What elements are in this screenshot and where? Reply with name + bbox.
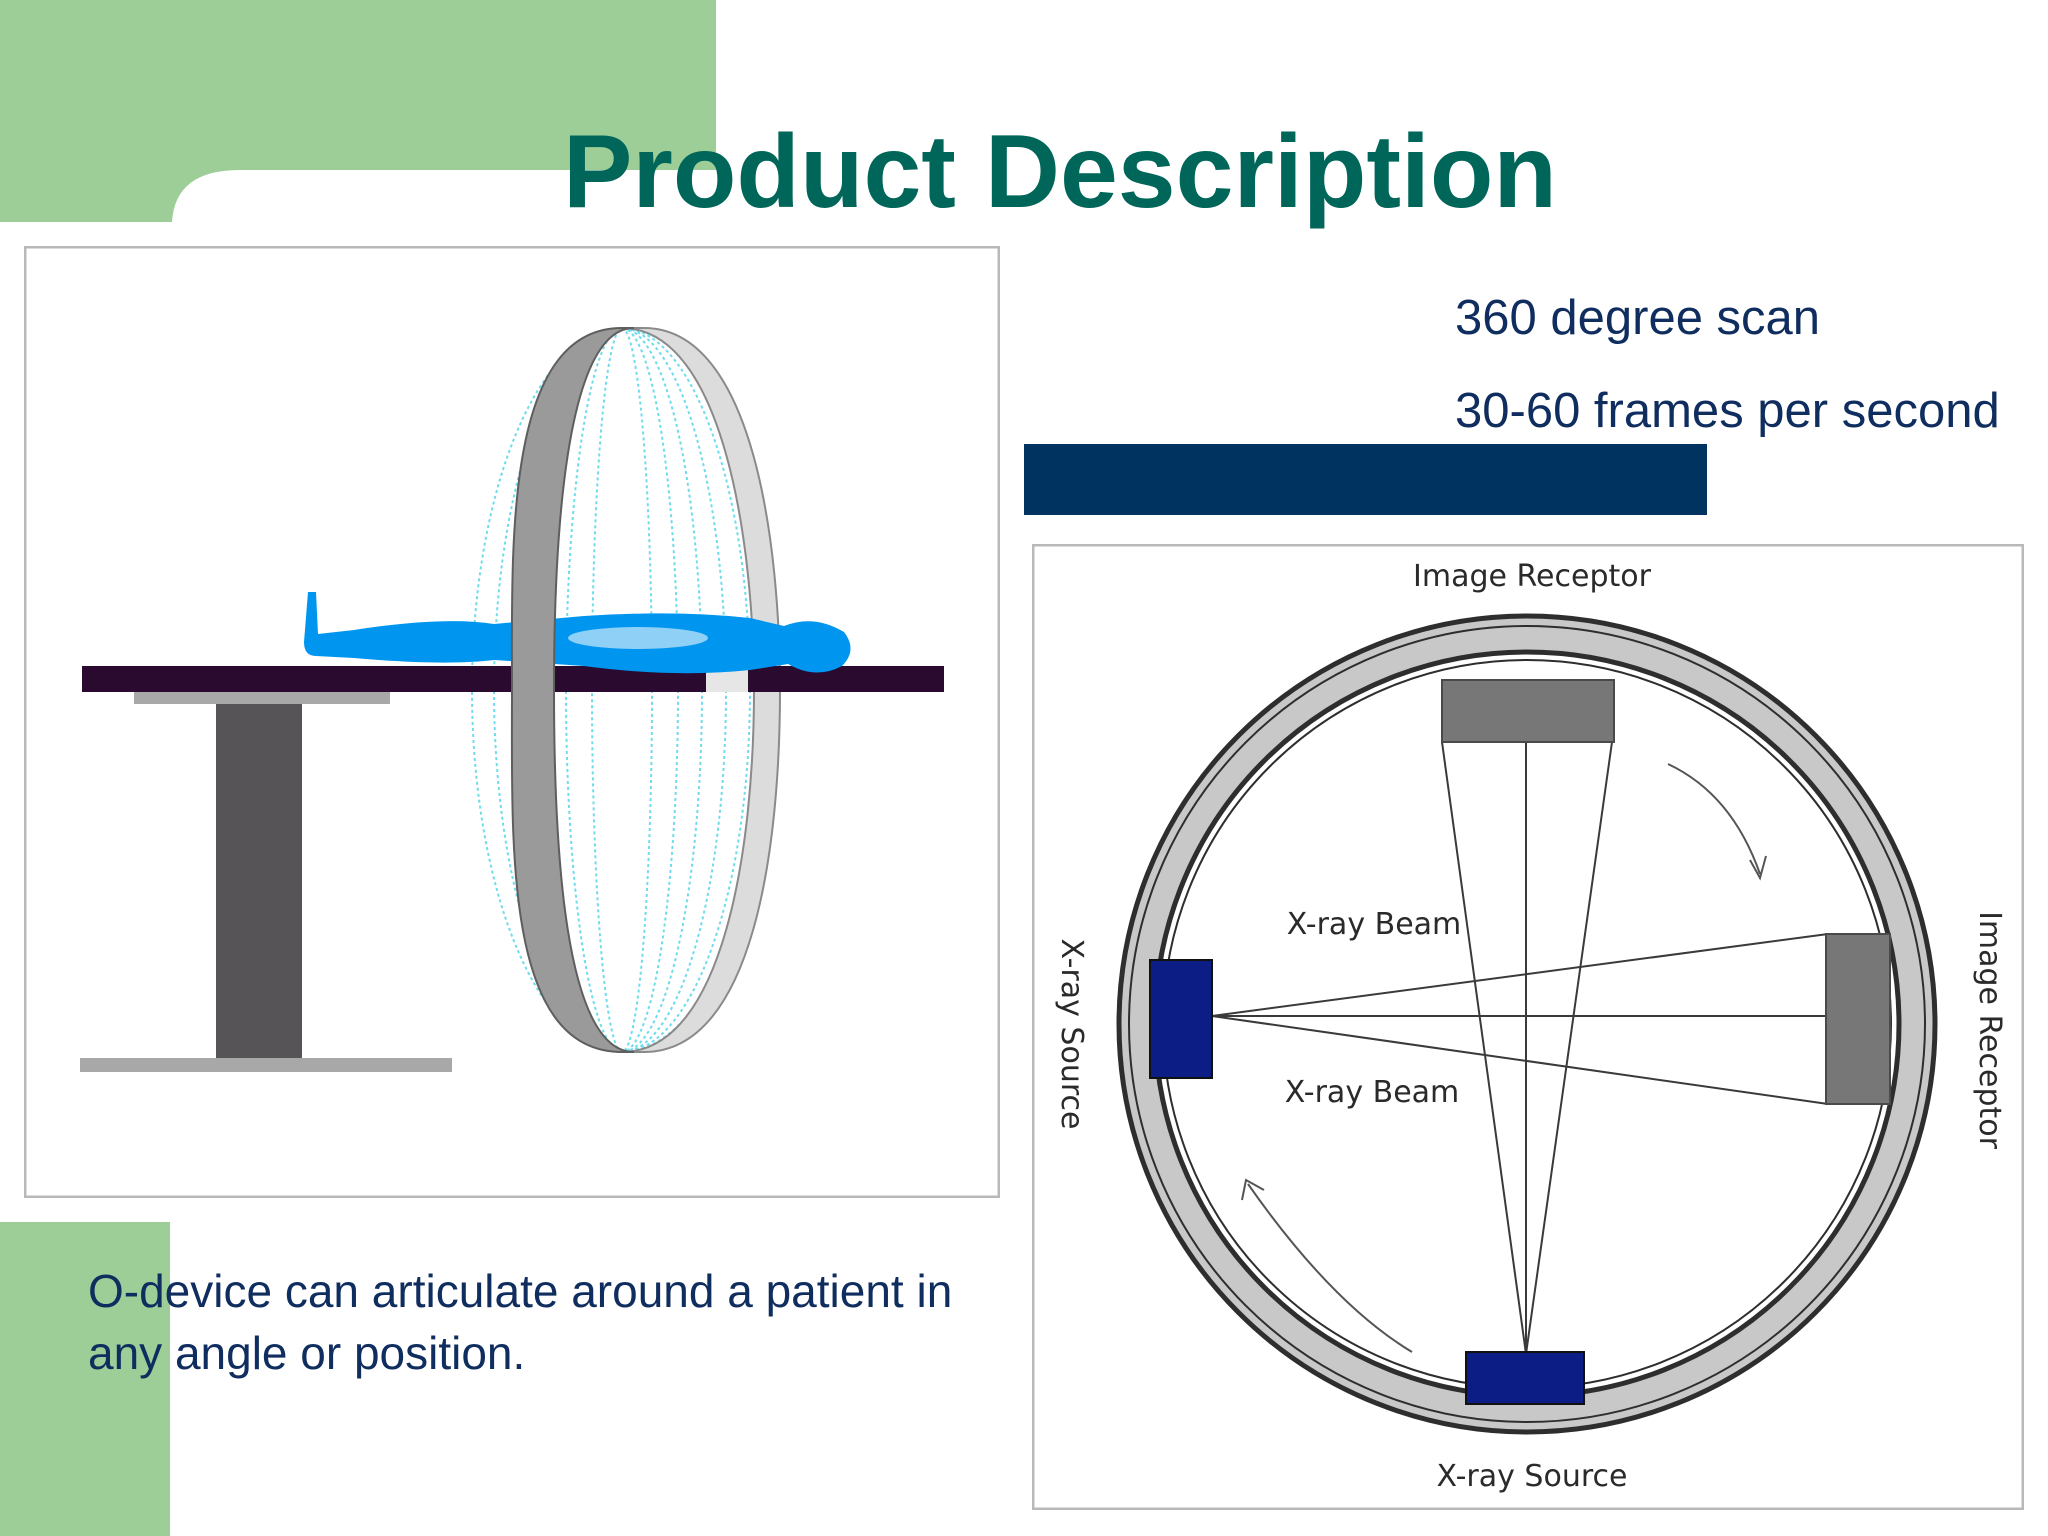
- decorative-green-strip: [0, 1222, 170, 1536]
- xray-source-bottom-box: [1465, 1351, 1585, 1405]
- xray-source-left-box: [1149, 959, 1213, 1079]
- gantry-cross-section-diagram: Image Receptor X-ray Beam X-ray Beam X-r…: [1032, 544, 2024, 1510]
- slide-title: Product Description: [563, 114, 1557, 230]
- rotation-arrow-top-icon: [1667, 763, 1761, 875]
- label-image-receptor-top: Image Receptor: [1413, 559, 1652, 594]
- o-arm-patient-figure: [24, 246, 1000, 1198]
- label-xray-beam-upper: X-ray Beam: [1287, 907, 1462, 942]
- bullet-frame-rate: 30-60 frames per second: [1455, 384, 2000, 438]
- table-pedestal: [216, 704, 302, 1058]
- bullet-360-scan: 360 degree scan: [1455, 291, 1821, 345]
- accent-bar: [1024, 444, 1707, 515]
- ring-back: [621, 327, 782, 1053]
- image-receptor-top-box: [1441, 679, 1615, 743]
- patient-scan-region: [568, 627, 708, 649]
- label-xray-source-left: X-ray Source: [1054, 939, 1089, 1130]
- label-image-receptor-right: Image Receptor: [1972, 911, 2007, 1150]
- rotation-arrow-bottom-icon: [1247, 1183, 1413, 1353]
- image-receptor-right-box: [1825, 933, 1891, 1105]
- label-xray-source-bottom: X-ray Source: [1437, 1459, 1628, 1494]
- device-caption: O-device can articulate around a patient…: [88, 1265, 953, 1379]
- table-base: [80, 1058, 452, 1072]
- table-top-support: [134, 690, 390, 704]
- label-xray-beam-lower: X-ray Beam: [1285, 1075, 1460, 1110]
- ring-front: [510, 327, 635, 1053]
- decorative-green-corner: [0, 0, 716, 222]
- xray-beam-lines: [1211, 741, 1829, 1355]
